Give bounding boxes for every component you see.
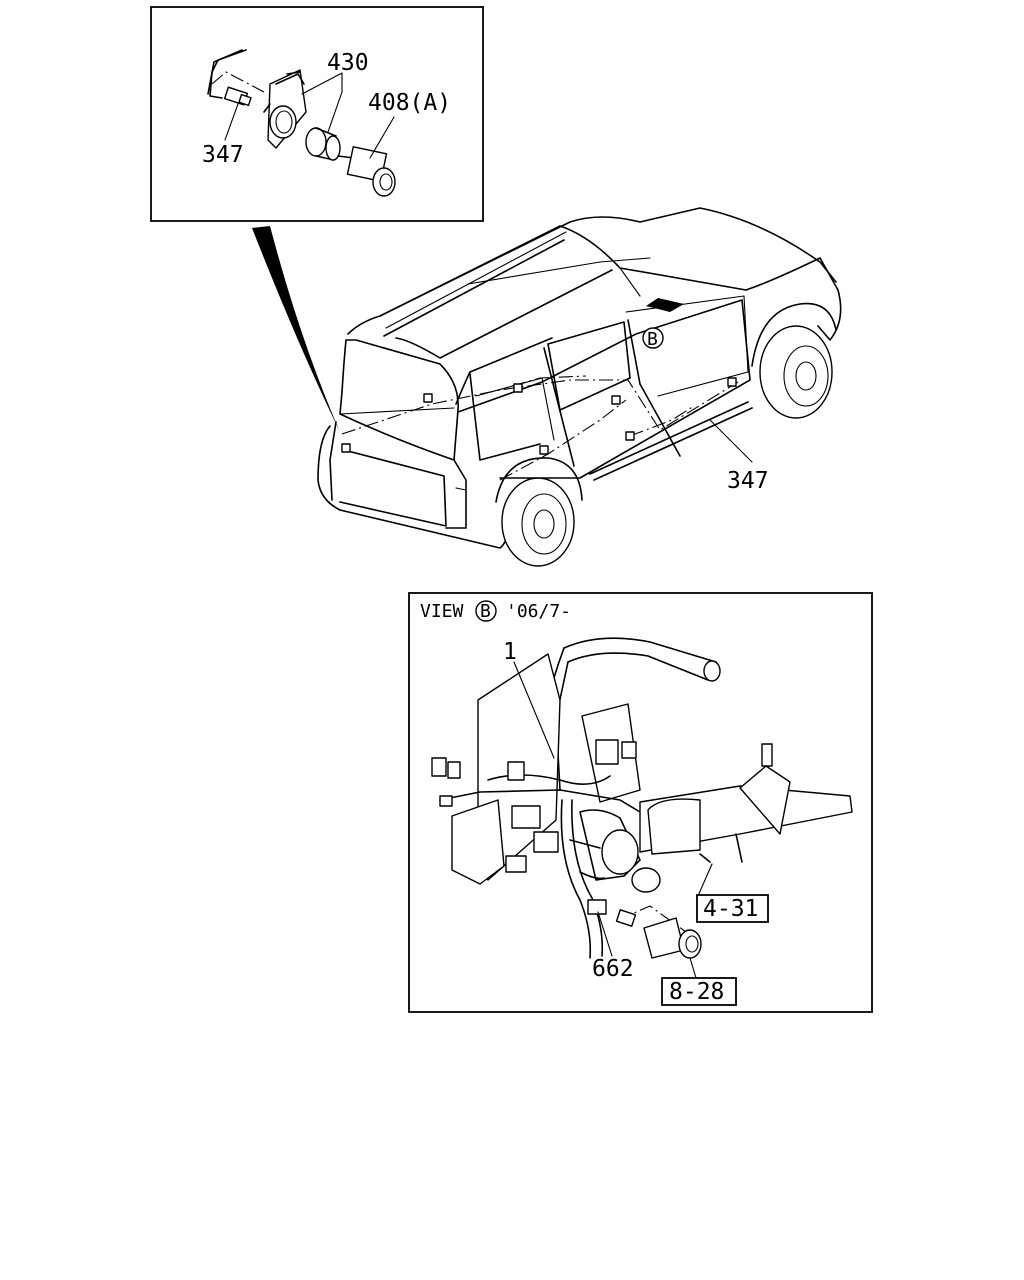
harness-connector-drawing bbox=[207, 49, 265, 107]
callout-431-box bbox=[696, 894, 769, 923]
steering-column-drawing bbox=[579, 743, 853, 893]
callout-347-vehicle: 347 bbox=[727, 468, 769, 494]
leader-347-top bbox=[224, 103, 239, 141]
view-b-marker bbox=[475, 600, 497, 622]
leader-347-vehicle bbox=[709, 419, 753, 463]
date-label: '06/7- bbox=[506, 601, 571, 622]
view-marker-b-label: B bbox=[647, 329, 658, 350]
view-arrow-b bbox=[646, 298, 684, 312]
leader-430 bbox=[301, 72, 343, 133]
callout-828-box bbox=[661, 977, 737, 1006]
callout-347-top: 347 bbox=[202, 142, 244, 168]
callout-662: 662 bbox=[592, 956, 634, 982]
leader-431 bbox=[697, 863, 713, 897]
view-label: VIEW bbox=[420, 601, 464, 622]
socket-sleeve-drawing bbox=[305, 127, 341, 161]
lighter-assembly-drawing bbox=[615, 905, 702, 959]
vehicle-drawing: B 347 bbox=[317, 207, 842, 567]
bottom-inset: VIEW B '06/7- bbox=[408, 592, 873, 1013]
top-inset-frame bbox=[150, 6, 484, 222]
callout-828: 8-28 bbox=[669, 979, 724, 1005]
cigarette-lighter-drawing bbox=[337, 146, 396, 197]
top-inset: 430 408(A) 347 bbox=[150, 6, 484, 222]
leader-662 bbox=[597, 911, 613, 957]
callout-431: 4-31 bbox=[703, 896, 758, 922]
wiring-harness-drawing bbox=[431, 757, 641, 959]
leader-1 bbox=[513, 661, 555, 759]
callout-408a: 408(A) bbox=[368, 90, 451, 116]
inset-pointer bbox=[252, 226, 340, 432]
leader-828 bbox=[689, 957, 697, 979]
view-marker-b bbox=[642, 327, 664, 349]
callout-430: 430 bbox=[327, 50, 369, 76]
callout-1: 1 bbox=[503, 639, 517, 665]
socket-bracket-drawing bbox=[263, 69, 307, 149]
leader-408 bbox=[369, 116, 395, 159]
view-b-marker-label: B bbox=[480, 601, 491, 622]
